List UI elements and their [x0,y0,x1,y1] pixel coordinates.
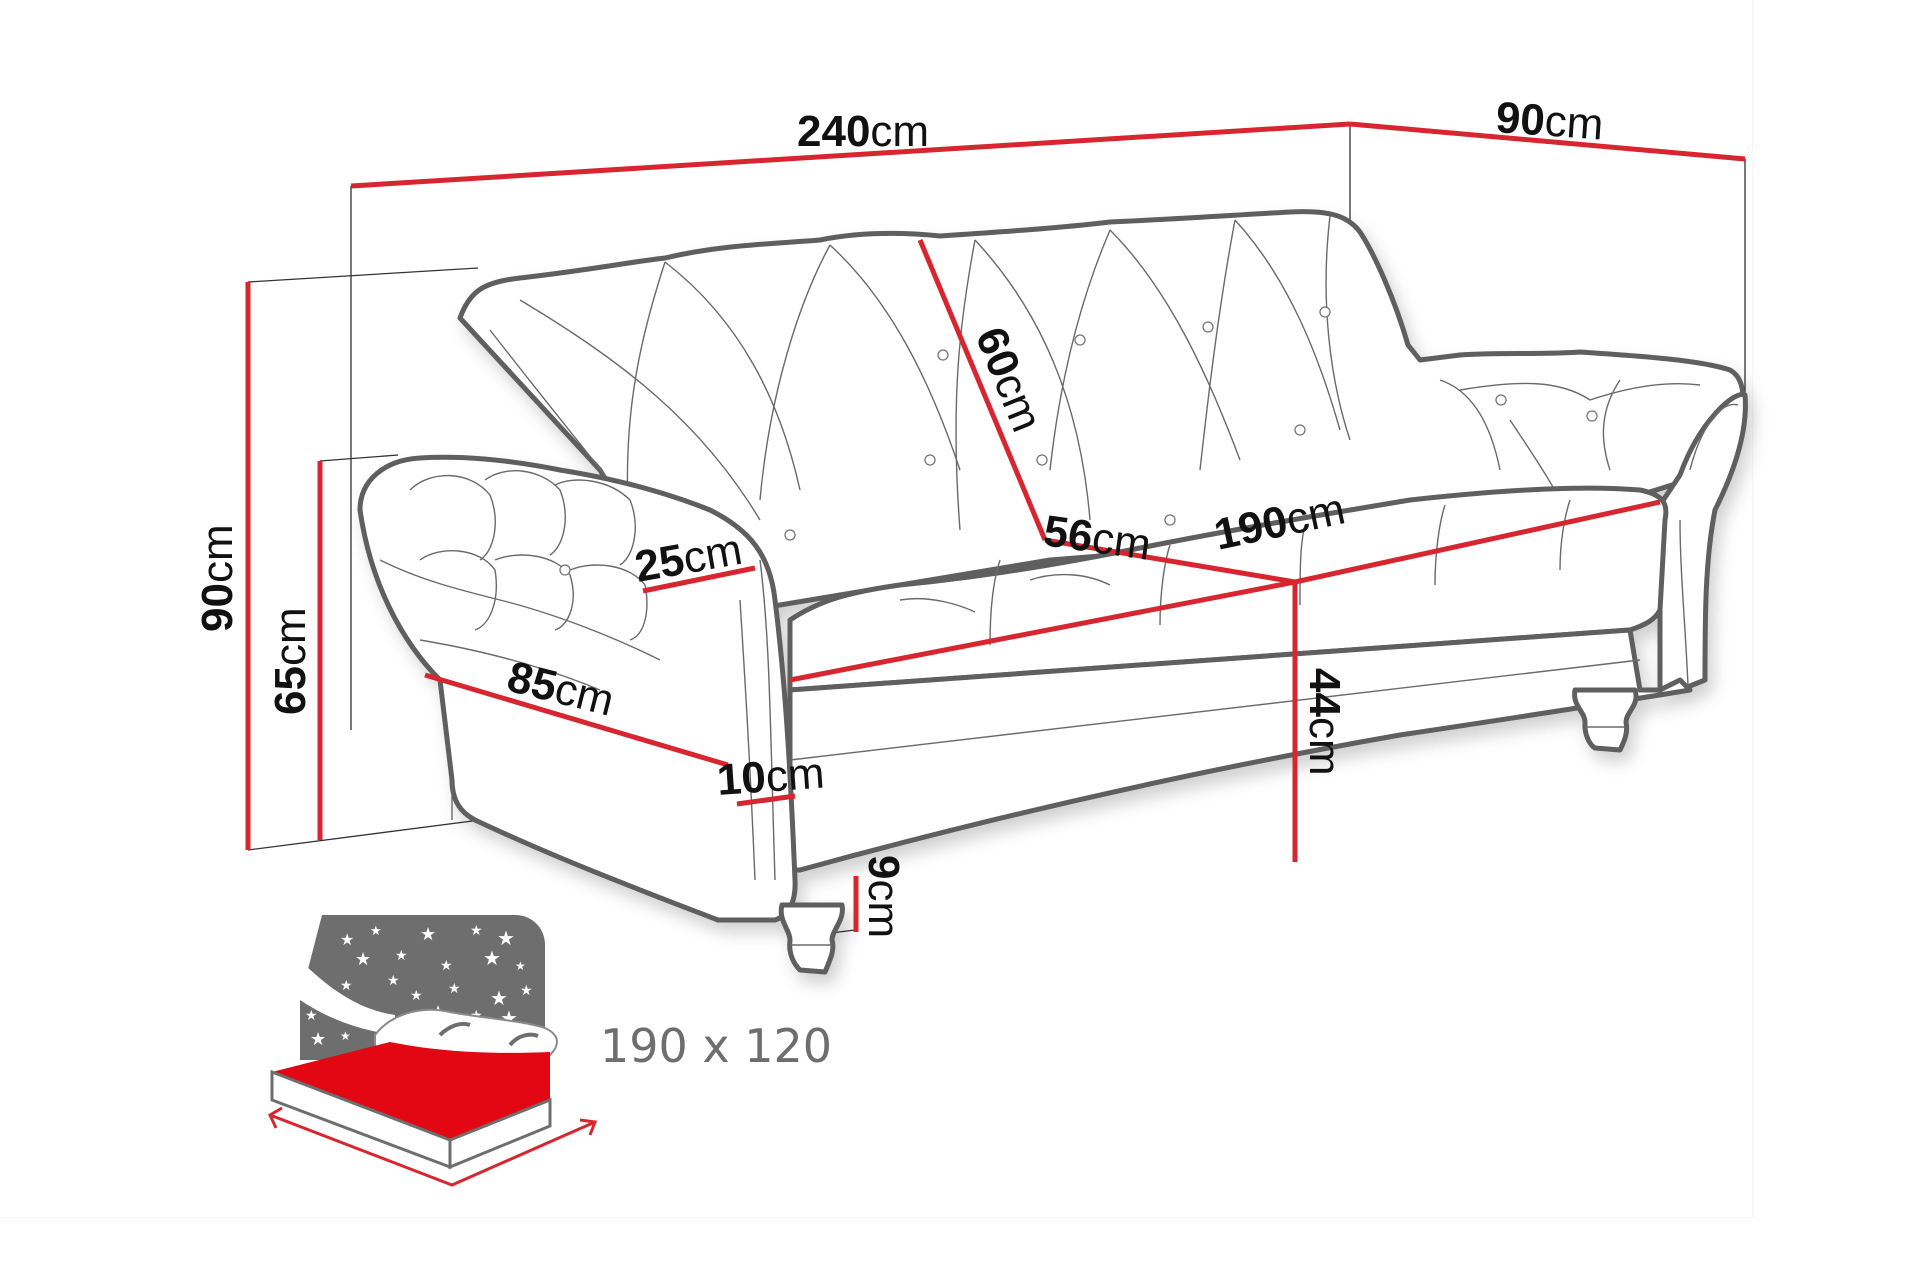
label-seat-depth: 56cm [1041,506,1154,569]
dim-line-seat-width [1294,499,1661,585]
dim-line-depth [1349,121,1746,162]
sofa-left-arm [357,454,798,923]
svg-text:★: ★ [310,1029,326,1050]
sleeping-area-label: 190 x 120 [600,1019,832,1073]
label-seat-height: 44cm [1300,668,1349,776]
bed-night-stars-icon: ★ ★ ★ ★ ★ ★ ★ ★ ★ ★ ★ ★ ★ ★ ★ ★ ★ ★ ★ ★ … [268,915,598,1187]
dim-line-armrest-width [642,565,756,594]
svg-text:★: ★ [387,973,400,989]
sofa-front-base [787,627,1693,873]
label-depth: 90cm [1494,93,1605,149]
label-leg-height: 9cm [859,855,908,938]
svg-text:★: ★ [370,924,382,939]
svg-text:★: ★ [420,924,436,945]
svg-text:★: ★ [515,959,526,973]
dim-line-total-width [350,121,1351,189]
svg-text:★: ★ [520,983,533,999]
label-armrest-side: 10cm [715,749,826,805]
svg-text:★: ★ [490,986,508,1010]
backrest-tufting [489,215,1701,541]
svg-text:★: ★ [340,978,353,994]
dim-line-armrest-depth [424,672,729,768]
svg-text:★: ★ [340,930,354,949]
dimension-lines [245,121,1746,932]
svg-text:★: ★ [497,926,515,950]
sofa-leg-right [1572,687,1639,753]
svg-text:★: ★ [395,948,408,964]
sofa-drawing [357,209,1748,975]
dim-line-backrest [917,239,1048,541]
svg-text:★: ★ [410,988,423,1004]
svg-text:★: ★ [355,949,371,970]
stars: ★ ★ ★ ★ ★ ★ ★ ★ ★ ★ ★ ★ ★ ★ ★ ★ ★ ★ ★ ★ … [305,923,533,1050]
label-armrest-width: 25cm [631,525,745,592]
svg-text:★: ★ [340,1029,351,1043]
dim-line-armrest-side [736,793,796,807]
svg-text:★: ★ [440,958,453,974]
dim-line-seat-front [789,579,1296,683]
svg-text:★: ★ [483,946,501,970]
left-arm-tufting [379,470,776,881]
svg-text:★: ★ [305,1008,318,1024]
svg-text:★: ★ [448,981,461,997]
dim-line-seat-depth [1044,537,1296,585]
label-armrest-height: 65cm [266,607,315,715]
label-total-width: 240cm [797,107,929,156]
sofa-right-arm [1657,392,1748,693]
svg-text:★: ★ [470,923,483,939]
sofa-leg-front [778,902,845,975]
label-total-height: 90cm [193,524,242,632]
